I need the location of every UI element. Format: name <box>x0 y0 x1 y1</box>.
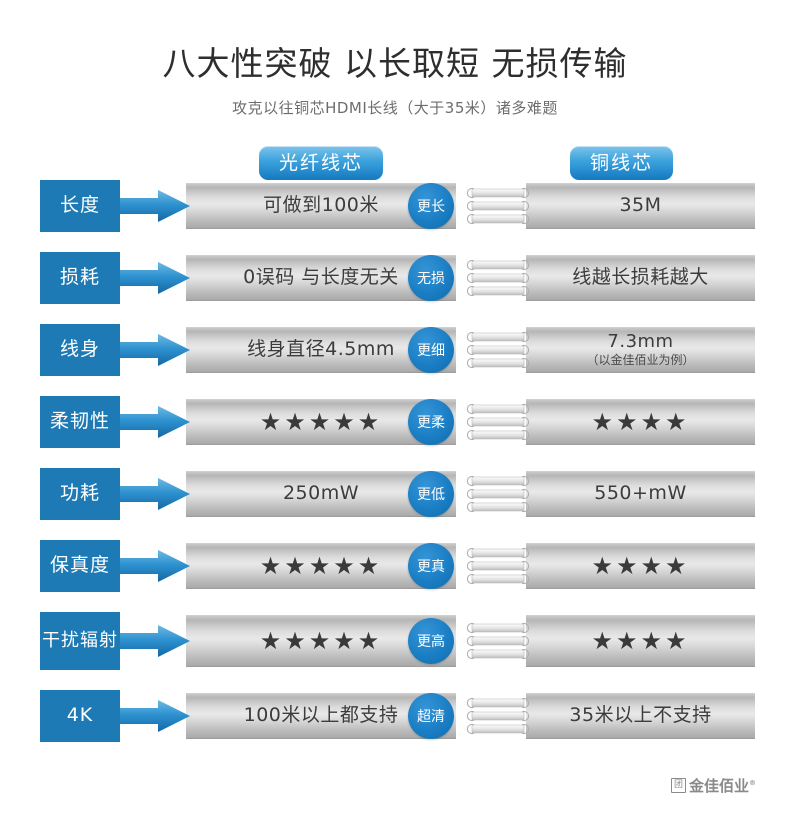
row-label-line: 柔韧性 <box>49 410 110 433</box>
advantage-badge-3: 更柔 <box>408 398 454 445</box>
fiber-cell-2: 线身直径4.5mm <box>186 326 456 373</box>
page-title: 八大性突破 以长取短 无损传输 <box>162 44 628 83</box>
advantage-badge-7: 超清 <box>408 692 454 739</box>
table-row: 4K 100米以上都支持超清 35米以上不支持 <box>0 689 790 742</box>
fiber-stars: ★★★★★ <box>259 626 383 655</box>
copper-note: （以金佳佰业为例） <box>586 352 695 367</box>
copper-cell-0: 35M <box>526 182 755 229</box>
advantage-badge-2: 更细 <box>408 326 454 373</box>
row-label-5: 保真度 <box>40 539 120 592</box>
row-label-line: 线身 <box>59 338 100 361</box>
copper-stars: ★★★★ <box>591 626 690 655</box>
fiber-cell-1: 0误码 与长度无关 <box>186 254 456 301</box>
arrow-icon <box>112 333 190 367</box>
row-label-line: 保真度 <box>49 554 110 577</box>
copper-cell-2: 7.3mm（以金佳佰业为例） <box>526 326 755 373</box>
fiber-value: 可做到100米 <box>263 193 379 216</box>
connector-icon <box>466 328 530 372</box>
copper-stars: ★★★★ <box>591 551 690 580</box>
connector-icon <box>466 256 530 300</box>
page-subtitle: 攻克以往铜芯HDMI长线（大于35米）诸多难题 <box>232 98 558 117</box>
row-label-4: 功耗 <box>40 467 120 520</box>
logo-text: 金佳佰业® <box>689 775 756 796</box>
table-row: 损耗 0误码 与长度无关无损 线越长损耗越大 <box>0 251 790 304</box>
copper-value: 35米以上不支持 <box>569 703 712 726</box>
copper-stars: ★★★★ <box>591 407 690 436</box>
connector-icon <box>466 694 530 738</box>
connector-icon <box>466 619 530 663</box>
connector-icon <box>466 544 530 588</box>
connector-icon <box>466 400 530 444</box>
fiber-stars: ★★★★★ <box>259 407 383 436</box>
logo-brand: 金佳佰业 <box>688 777 749 795</box>
table-row: 线身 线身直径4.5mm 更细 7.3mm（以金佳佰业为例） <box>0 323 790 376</box>
table-row: 保真度 ★★★★★ 更真 ★★★★ <box>0 539 790 592</box>
copper-cell-7: 35米以上不支持 <box>526 692 755 739</box>
row-label-line: 干扰 <box>42 629 80 651</box>
copper-cell-5: ★★★★ <box>526 542 755 589</box>
footer-logo: 团 金佳佰业® <box>670 775 756 796</box>
arrow-icon <box>112 189 190 223</box>
fiber-value: 线身直径4.5mm <box>247 337 395 360</box>
copper-cell-3: ★★★★ <box>526 398 755 445</box>
fiber-stars: ★★★★★ <box>259 551 383 580</box>
arrow-icon <box>112 624 190 658</box>
arrow-icon <box>112 699 190 733</box>
arrow-icon <box>112 477 190 511</box>
column-headers: 光纤线芯 铜线芯 <box>0 145 790 186</box>
copper-value: 7.3mm（以金佳佰业为例） <box>586 330 695 367</box>
copper-cell-4: 550+mW <box>526 470 755 517</box>
table-row: 干扰辐射 ★★★★★ 更高 ★★★★ <box>0 611 790 670</box>
arrow-icon <box>112 549 190 583</box>
logo-mark-icon: 团 <box>670 778 686 793</box>
table-row: 长度 可做到100米 更长 35M <box>0 179 790 232</box>
advantage-badge-6: 更高 <box>408 617 454 664</box>
row-label-line: 损耗 <box>59 266 100 289</box>
table-row: 柔韧性 ★★★★★ 更柔 ★★★★ <box>0 395 790 448</box>
row-label-2: 线身 <box>40 323 120 376</box>
copper-value: 35M <box>619 193 662 216</box>
row-label-line: 功耗 <box>59 482 100 505</box>
connector-icon <box>466 184 530 228</box>
copper-cell-1: 线越长损耗越大 <box>526 254 755 301</box>
row-label-line: 4K <box>66 704 94 727</box>
fiber-cell-3: ★★★★★ <box>186 398 456 445</box>
row-label-6: 干扰辐射 <box>40 611 120 670</box>
arrow-icon <box>112 405 190 439</box>
page-header: 八大性突破 以长取短 无损传输 攻克以往铜芯HDMI长线（大于35米）诸多难题 <box>0 0 790 118</box>
registered-icon: ® <box>749 779 756 787</box>
copper-value: 线越长损耗越大 <box>572 265 709 288</box>
row-label-1: 损耗 <box>40 251 120 304</box>
row-label-line: 长度 <box>59 194 100 217</box>
copper-value: 550+mW <box>594 481 687 504</box>
advantage-badge-5: 更真 <box>408 542 454 589</box>
copper-cell-6: ★★★★ <box>526 614 755 667</box>
row-label-0: 长度 <box>40 179 120 232</box>
row-label-3: 柔韧性 <box>40 395 120 448</box>
row-label-7: 4K <box>40 689 120 742</box>
advantage-badge-0: 更长 <box>408 182 454 229</box>
advantage-badge-4: 更低 <box>408 470 454 517</box>
comparison-rows: 长度 可做到100米 更长 35M 损耗 0误码 与长度无关无损 线越长损耗越大线身 线身直径… <box>0 179 790 742</box>
connector-icon <box>466 472 530 516</box>
fiber-cell-7: 100米以上都支持 <box>186 692 456 739</box>
column-header-copper: 铜线芯 <box>570 145 674 180</box>
table-row: 功耗 250mW 更低 550+mW <box>0 467 790 520</box>
column-header-fiber: 光纤线芯 <box>259 145 384 180</box>
row-label-line: 辐射 <box>80 629 118 651</box>
fiber-value: 250mW <box>282 481 360 504</box>
arrow-icon <box>112 261 190 295</box>
fiber-value: 0误码 与长度无关 <box>243 265 399 288</box>
advantage-badge-1: 无损 <box>408 254 454 301</box>
fiber-value: 100米以上都支持 <box>243 703 399 726</box>
